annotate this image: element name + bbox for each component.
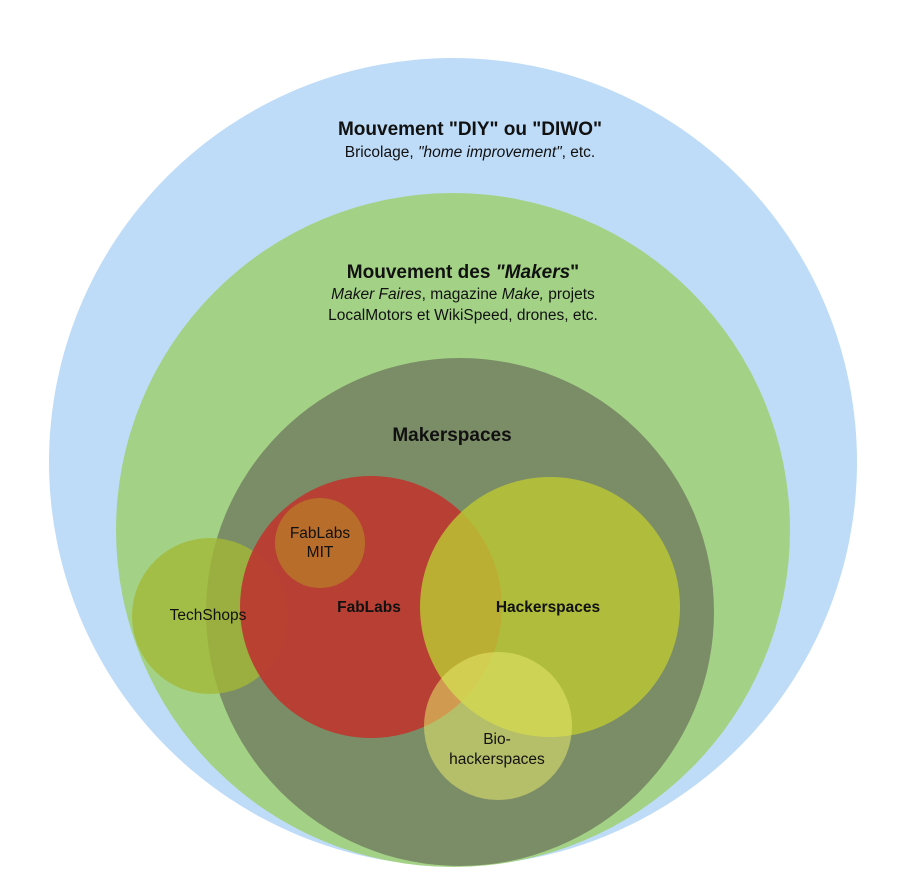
makers-text: projets xyxy=(544,286,595,303)
makers-title-part: " xyxy=(570,262,579,283)
makers-title-part: Mouvement des xyxy=(347,262,496,283)
makers-subtitle-line1: Maker Faires, magazine Make, projets xyxy=(331,286,595,303)
fablabs-mit-label-line1: FabLabs xyxy=(290,525,351,542)
fablabs-mit-circle xyxy=(275,498,365,588)
diy-title: Mouvement "DIY" ou "DIWO" xyxy=(338,119,602,140)
makers-text: , magazine xyxy=(422,286,502,303)
hackerspaces-label: Hackerspaces xyxy=(496,599,600,616)
fablabs-label: FabLabs xyxy=(337,599,401,616)
diy-subtitle-part: Bricolage, xyxy=(345,144,418,161)
techshops-label: TechShops xyxy=(170,607,247,624)
diy-subtitle: Bricolage, "home improvement", etc. xyxy=(345,144,596,161)
diy-subtitle-part: , etc. xyxy=(562,144,596,161)
biohackerspaces-label-line1: Bio- xyxy=(483,731,511,748)
makers-italic: Maker Faires xyxy=(331,286,422,303)
makers-subtitle-line2: LocalMotors et WikiSpeed, drones, etc. xyxy=(328,307,598,324)
makerspaces-title: Makerspaces xyxy=(392,425,511,446)
makers-italic: Make, xyxy=(502,286,544,303)
makers-title-italic: "Makers xyxy=(496,262,571,283)
fablabs-mit-label-line2: MIT xyxy=(307,544,334,561)
makers-title: Mouvement des "Makers" xyxy=(347,262,579,283)
diy-subtitle-italic: "home improvement" xyxy=(418,144,563,161)
biohackerspaces-circle xyxy=(424,652,572,800)
biohackerspaces-label-line2: hackerspaces xyxy=(449,751,545,768)
